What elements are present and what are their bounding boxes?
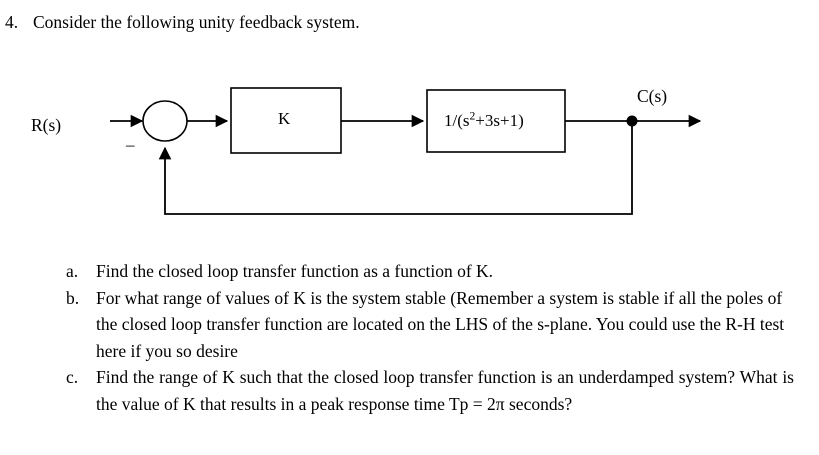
subquestion-list: a. Find the closed loop transfer functio… — [0, 258, 819, 417]
plant-label-suffix: +3s+1) — [475, 111, 524, 130]
question-number: 4. — [5, 12, 19, 32]
output-signal-label: C(s) — [637, 86, 668, 106]
input-signal-label: R(s) — [31, 115, 62, 135]
question-prompt: Consider the following unity feedback sy… — [33, 12, 360, 32]
subquestion-a-text: Find the closed loop transfer function a… — [96, 261, 494, 281]
feedback-path — [158, 121, 633, 215]
subquestion-b-marker: b. — [66, 287, 80, 308]
subquestion-b-text: For what range of values of K is the sys… — [96, 287, 785, 361]
subquestion-a-marker: a. — [66, 261, 79, 281]
plant-block — [426, 89, 566, 153]
gain-block-label: K — [278, 109, 291, 128]
subquestion-c-text: Find the range of K such that the closed… — [96, 367, 794, 414]
block-diagram: R(s) C(s) – K 1/(s2+3s+1) — [0, 60, 819, 240]
plant-label-prefix: 1/(s — [444, 111, 470, 130]
summing-junction — [142, 100, 188, 142]
summing-junction-minus-sign: – — [126, 135, 135, 154]
subquestion-b: b. For what range of values of K is the … — [0, 285, 819, 365]
subquestion-c-marker: c. — [66, 367, 79, 387]
plant-label-exponent: 2 — [469, 109, 476, 123]
block-diagram-canvas — [110, 87, 702, 215]
subquestion-c: c. Find the range of K such that the clo… — [0, 364, 819, 417]
plant-block-label: 1/(s2+3s+1) — [444, 109, 524, 131]
question-heading: 4. Consider the following unity feedback … — [5, 10, 805, 34]
subquestion-a: a. Find the closed loop transfer functio… — [0, 258, 819, 285]
gain-block — [230, 87, 342, 154]
